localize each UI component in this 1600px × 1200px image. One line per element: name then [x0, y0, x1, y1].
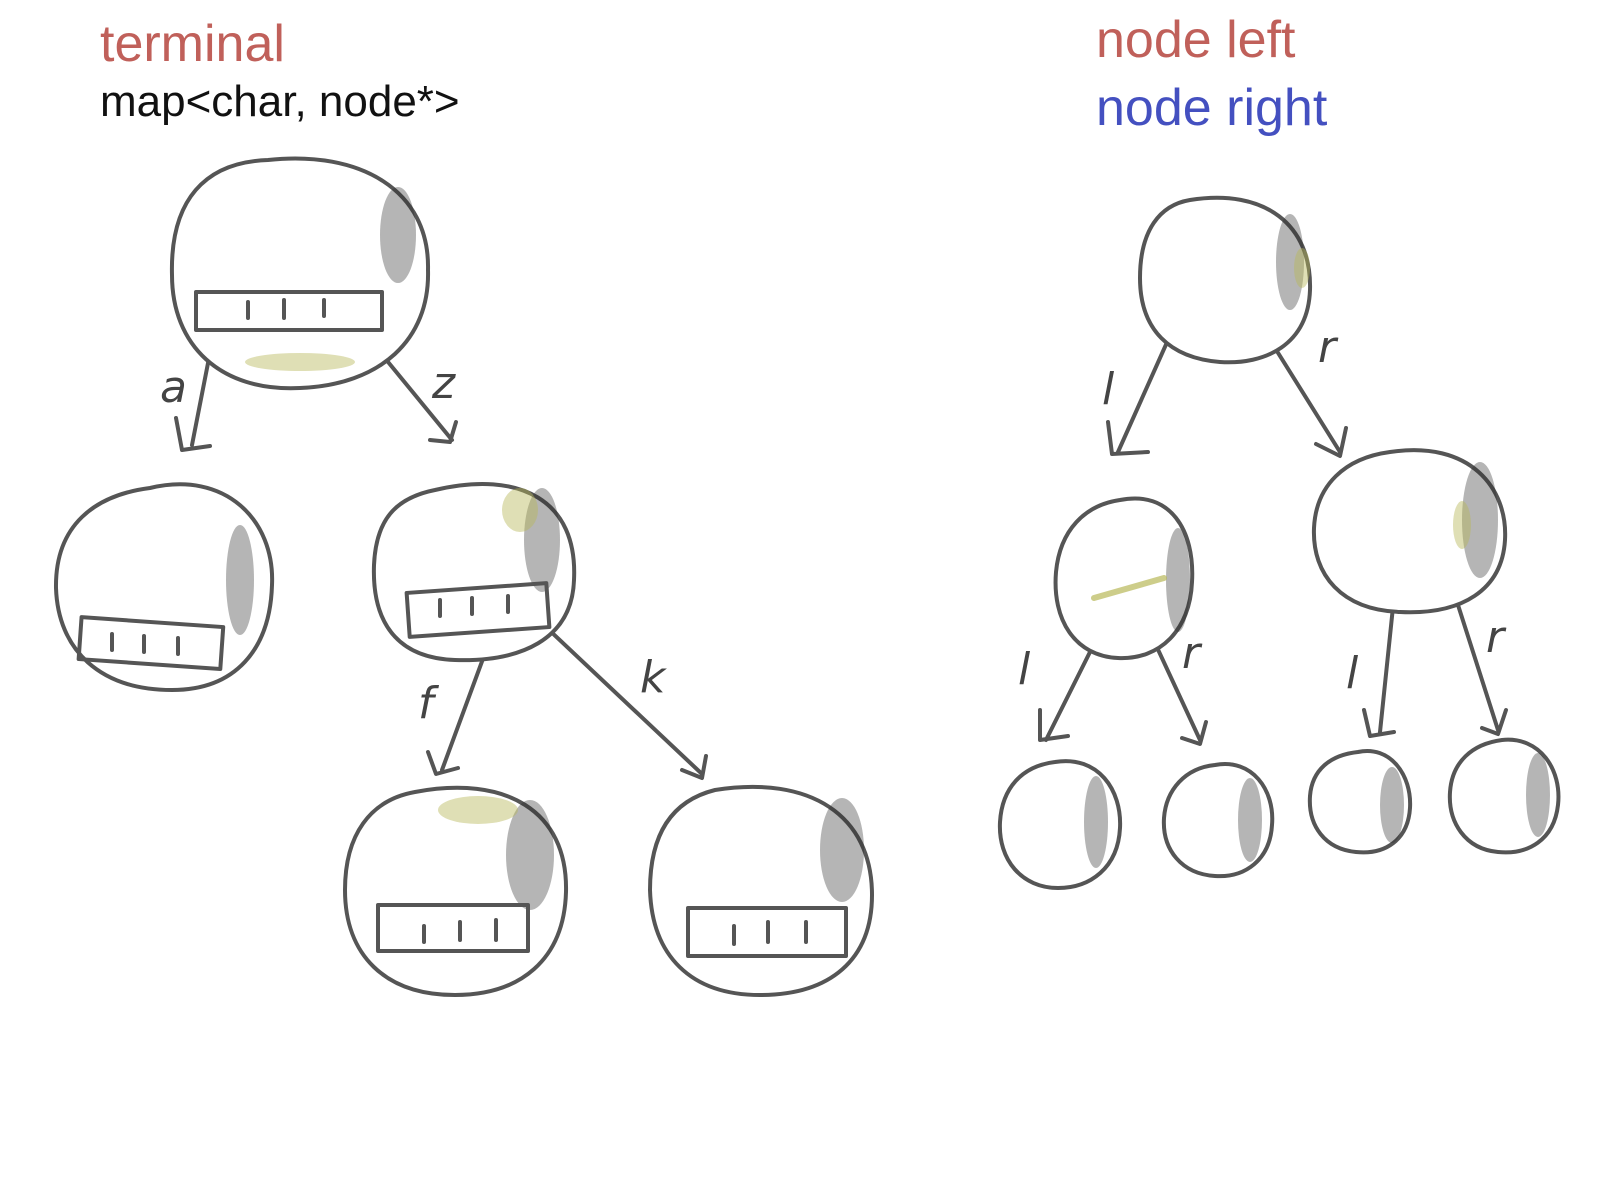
trie-node-z: [371, 482, 577, 663]
bst-edge-label-root-right: r: [1318, 322, 1339, 373]
bst-node-left: [1053, 496, 1195, 661]
bst-left-label: node left: [1096, 11, 1296, 69]
trie-edge-label-z: z: [431, 358, 456, 409]
trie-node-k-map-box: [686, 906, 848, 958]
trie-edges: [174, 310, 708, 780]
bst-leaf-1: [997, 759, 1123, 891]
trie-edge-label-a: a: [160, 362, 187, 413]
trie-node-a-map-box: [76, 615, 226, 671]
bst-edge-label-mid2-left: l: [1346, 648, 1359, 699]
bst-right-label: node right: [1096, 79, 1328, 137]
bst-node-right: [1311, 448, 1508, 615]
bst-leaf-2: [1161, 762, 1275, 879]
trie-node-a: [53, 482, 275, 693]
bst-root-node: [1137, 195, 1313, 365]
bst-edge-label-mid2-right: r: [1486, 612, 1507, 663]
trie-node-f-map-box: [376, 903, 530, 953]
bst-edge-label-mid1-left: l: [1018, 644, 1031, 695]
trie-node-f: [342, 785, 569, 998]
trie-edge-label-k: k: [640, 652, 667, 703]
trie-edge-label-f: f: [418, 678, 440, 729]
bst-leaf-4: [1447, 737, 1561, 855]
trie-subtitle: map<char, node*>: [100, 77, 460, 126]
trie-edge-z-k: [528, 610, 708, 780]
trie-root-map-box: [194, 290, 384, 332]
trie-title: terminal: [100, 15, 285, 73]
bst-edge-label-mid1-right: r: [1182, 628, 1203, 679]
trie-node-k: [647, 784, 875, 998]
bst-leaf-3: [1307, 748, 1413, 855]
trie-node-z-map-box: [404, 581, 552, 639]
trie-root-node: [169, 156, 431, 391]
bst-edge-label-root-left: l: [1102, 364, 1115, 415]
